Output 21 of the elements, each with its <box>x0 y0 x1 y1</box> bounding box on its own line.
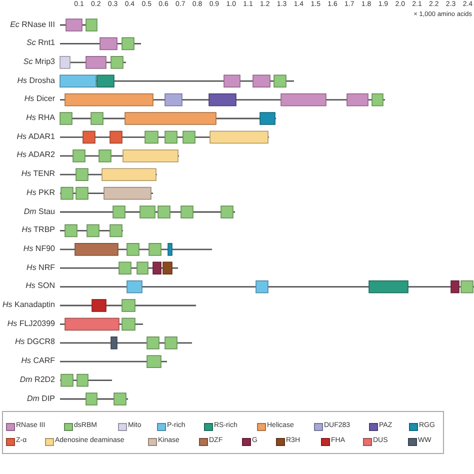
protein-name: Ec RNase III <box>10 20 55 28</box>
protein-name: Dm DIP <box>26 394 55 402</box>
protein-name: Hs Kanadaptin <box>2 300 55 309</box>
protein-name: Hs SON <box>26 281 55 290</box>
protein-name: Dm Stau <box>24 206 55 216</box>
protein-name: Hs TENR <box>21 169 55 178</box>
protein-name: Hs FLJ20399 <box>7 318 55 328</box>
protein-name: Hs CARF <box>21 356 55 366</box>
protein-name: Sc Rnt1 <box>26 38 55 48</box>
protein-name: Sc Mrip3 <box>23 56 55 66</box>
protein-name: Dm R2D2 <box>20 374 55 384</box>
protein-name: Hs ADAR1 <box>16 132 55 141</box>
protein-name: Hs Drosha <box>17 76 55 85</box>
protein-name: Hs Dicer <box>24 94 55 104</box>
protein-name: Hs NRF <box>26 262 55 272</box>
protein-name: Hs ADAR2 <box>16 150 55 160</box>
protein-name: Hs PKR <box>26 188 55 197</box>
protein-name: Hs DGCR8 <box>14 337 55 346</box>
protein-name: Hs RHA <box>26 113 55 122</box>
protein-name: Hs NF90 <box>23 244 55 253</box>
protein-name: Hs TRBP <box>22 225 55 234</box>
